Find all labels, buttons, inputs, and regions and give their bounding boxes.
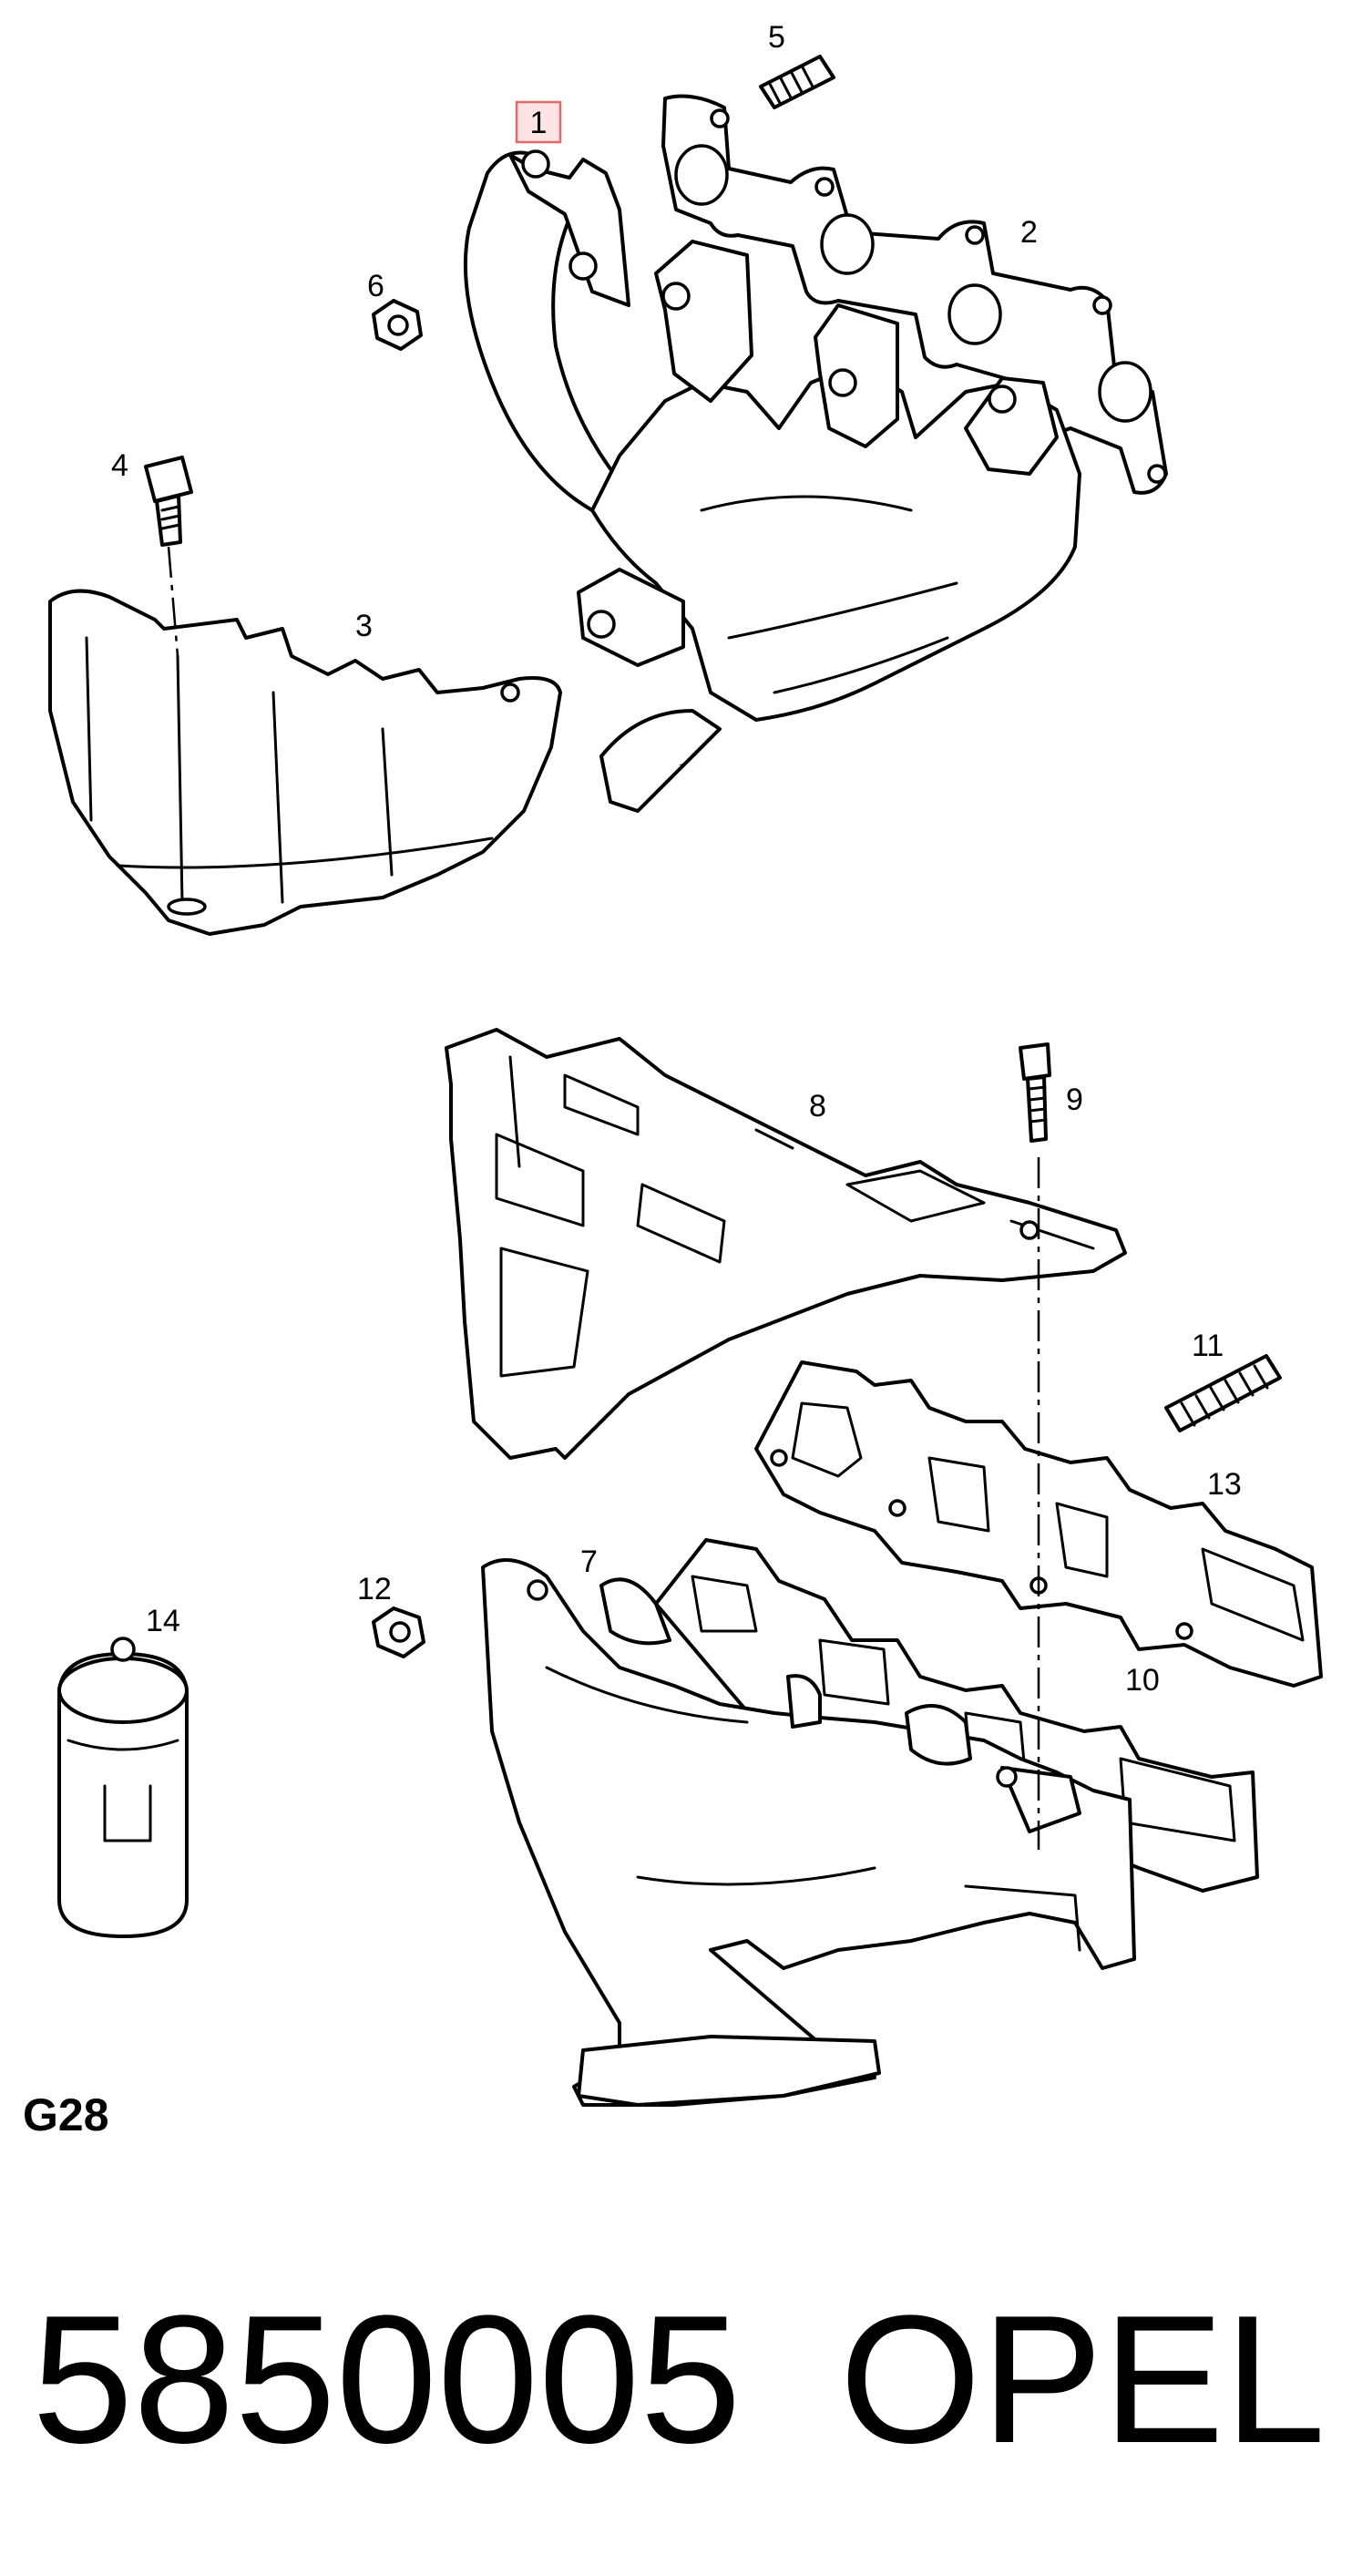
callout-9: 9 <box>1066 1083 1083 1117</box>
callout-5: 5 <box>768 20 785 55</box>
brand-name: OPEL <box>839 2278 1326 2481</box>
part-12-nut <box>372 1606 425 1658</box>
figure-code: G28 <box>23 2089 109 2140</box>
callout-12: 12 <box>357 1572 392 1606</box>
callout-labels: 1 2 3 4 5 6 7 8 9 10 11 12 13 14 <box>111 20 1242 1698</box>
callout-1-highlight <box>515 100 562 144</box>
bolt-4-mounting-axis <box>167 546 179 657</box>
callout-2: 2 <box>1020 215 1038 250</box>
part-4-bolt <box>144 456 193 547</box>
part-9-bolt <box>1019 1042 1051 1143</box>
callout-7: 7 <box>580 1545 598 1579</box>
part-1-exhaust-manifold <box>463 149 1081 813</box>
part-7-exhaust-manifold <box>481 1558 1136 2107</box>
callout-13: 13 <box>1207 1467 1242 1502</box>
part-6-nut <box>372 299 423 351</box>
part-number: 5850005 <box>32 2278 742 2481</box>
callout-8: 8 <box>809 1089 826 1124</box>
part-11-stud <box>1164 1354 1282 1432</box>
part-5-stud <box>759 55 835 109</box>
callout-14: 14 <box>146 1604 180 1638</box>
part-14-container <box>57 1637 189 1938</box>
callout-10: 10 <box>1125 1663 1160 1698</box>
part-8-heat-shield <box>445 1028 1127 1460</box>
callout-11: 11 <box>1192 1329 1224 1363</box>
part-3-heat-shield <box>48 589 562 936</box>
callout-6: 6 <box>367 269 384 303</box>
callout-1: 1 <box>530 106 548 140</box>
callout-3: 3 <box>355 609 373 643</box>
callout-4: 4 <box>111 448 128 483</box>
